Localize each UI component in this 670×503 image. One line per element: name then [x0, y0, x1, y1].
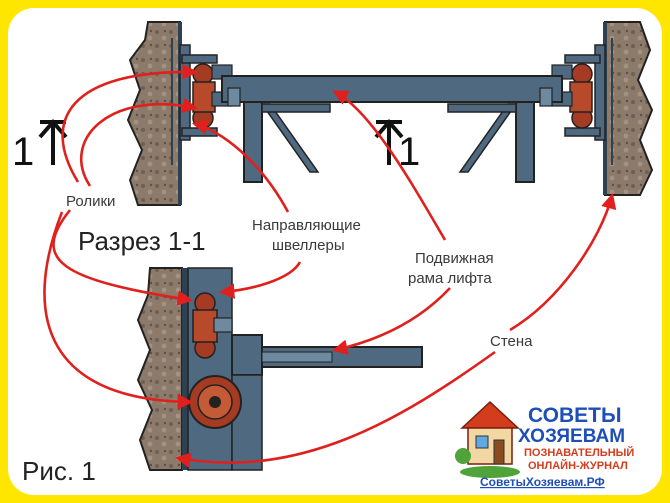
house-icon — [455, 400, 520, 478]
section-channel-web — [182, 268, 188, 470]
label-guides-line2: швеллеры — [272, 237, 345, 254]
section-mark-left-number: 1 — [12, 130, 34, 174]
label-frame-line1: Подвижная — [415, 250, 494, 267]
label-rollers: Ролики — [66, 193, 115, 210]
section-roller-assembly — [192, 292, 233, 359]
arrow-rollers-3 — [52, 209, 194, 306]
logo-line2: ХОЗЯЕВАМ — [518, 426, 625, 447]
arrow-guides-1 — [191, 119, 290, 213]
section-mark-right-number: 1 — [398, 130, 420, 174]
right-wall — [604, 21, 654, 196]
label-wall: Стена — [490, 333, 533, 350]
label-frame-line2: рама лифта — [408, 270, 492, 287]
arrow-rollers-4 — [43, 211, 194, 410]
arrow-guides-2 — [218, 261, 302, 299]
section-frame-arm — [231, 334, 423, 471]
arrow-frame-2 — [331, 287, 451, 355]
section-mark-right — [374, 118, 404, 165]
movable-frame-top — [221, 75, 563, 183]
logo-site-link: СоветыХозяевам.РФ — [480, 475, 605, 489]
logo-line1: СОВЕТЫ — [528, 404, 622, 427]
logo-line3: ПОЗНАВАТЕЛЬНЫЙ — [524, 446, 634, 459]
arrow-rollers-2 — [79, 97, 199, 187]
arrow-wall-1 — [509, 192, 617, 332]
arrow-rollers-1 — [61, 64, 199, 183]
pointer-arrows — [43, 64, 617, 468]
figure-caption: Рис. 1 — [22, 456, 96, 486]
arrow-wall-2 — [174, 350, 496, 468]
right-guide-channel — [564, 38, 613, 165]
site-logo: СОВЕТЫ ХОЗЯЕВАМ ПОЗНАВАТЕЛЬНЫЙ ОНЛАЙН-ЖУ… — [455, 400, 634, 489]
logo-line4: ОНЛАЙН-ЖУРНАЛ — [528, 459, 628, 472]
label-guides-line1: Направляющие — [252, 217, 361, 234]
section-large-roller — [188, 375, 242, 429]
label-section: Разрез 1-1 — [78, 226, 206, 256]
arrow-frame-1 — [332, 90, 447, 241]
